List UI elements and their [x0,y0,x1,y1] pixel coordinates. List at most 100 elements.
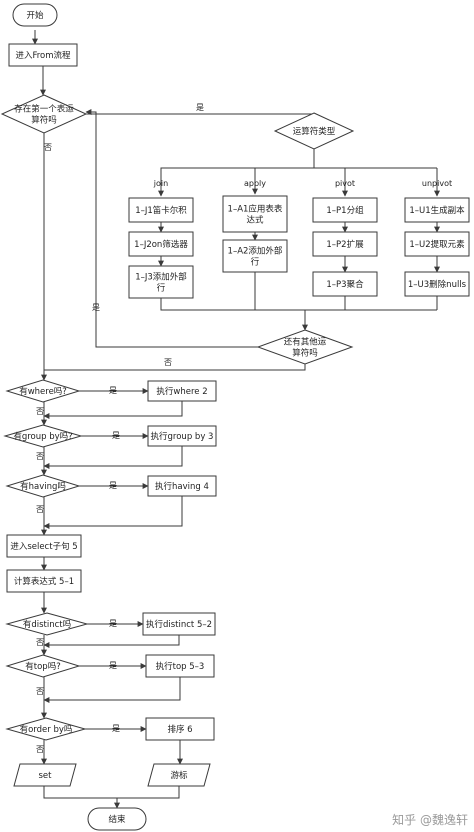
node-label: 有group by吗? [13,431,72,442]
node-label: set [39,771,53,781]
node-label: 行 [251,257,260,268]
node-label: 运算符类型 [293,126,336,137]
edge-label-branch-unpivot: unpivot [422,179,452,188]
edge-label-first-yes: 是 [196,103,204,112]
edge-label-first-no: 否 [44,143,52,152]
node-label: 有distinct吗 [23,619,71,630]
process-shape [222,195,288,233]
process-shape [404,197,470,223]
edge-more-no [44,364,306,371]
edge-label-having-no: 否 [36,505,44,514]
edge-group-do-back [43,446,183,469]
edge-having-do-back [43,496,183,529]
edge-where-do-back [43,401,183,419]
node-from: 进入From流程 [8,43,78,67]
edge-label-distinct-yes: 是 [109,619,117,628]
node-top-q: 有top吗? [5,654,81,678]
edge-label-where-no: 否 [36,407,44,416]
process-shape [128,197,194,223]
watermark: 知乎 @魏逸轩 [392,812,468,827]
process-shape [404,231,470,257]
process-shape [128,231,194,257]
node-label: 1–P1分组 [326,205,364,216]
node-label: 结束 [108,814,126,825]
node-label: 达式 [246,215,264,226]
node-u3: 1–U3删除nulls [404,271,470,297]
node-label: 算符吗 [292,348,318,359]
edge-label-top-no: 否 [36,687,44,696]
data-shape [147,763,211,787]
flowchart-nodes: 开始进入From流程存在第一个表运算符吗运算符类型1–J1笛卡尔积1–J2on筛… [0,3,470,831]
node-j1: 1–J1笛卡尔积 [128,197,194,223]
node-group-q: 有group by吗? [3,424,83,448]
edge-label-top-yes: 是 [109,661,117,670]
edge-label-more-no: 否 [164,358,172,367]
terminal-shape [12,3,58,27]
node-j2: 1–J2on筛选器 [128,231,194,257]
process-shape [145,654,215,678]
decision-shape [5,654,81,678]
node-start: 开始 [12,3,58,27]
process-shape [147,380,217,402]
edge-label-order-no: 否 [36,745,44,754]
edge-cursor-end [117,786,180,799]
node-label: 有order by吗 [20,724,73,735]
node-having-q: 有having吗 [5,474,81,498]
decision-shape [256,329,354,365]
node-label: 计算表达式 5–1 [14,576,74,587]
node-label: 1–U1生成副本 [409,205,465,216]
node-label: 执行where 2 [156,386,207,397]
node-label: 进入select子句 5 [10,541,77,552]
node-label: 进入From流程 [15,50,71,61]
edge-label-group-yes: 是 [112,431,120,440]
process-shape [6,534,82,558]
edge-label-branch-join: join [153,179,168,188]
process-shape [312,197,378,223]
node-group-do: 执行group by 3 [147,425,217,447]
node-having-do: 执行having 4 [147,475,217,497]
node-top-do: 执行top 5–3 [145,654,215,678]
node-label: 1–P3聚合 [326,279,364,290]
flowchart-edges [32,30,440,809]
node-label: 排序 6 [167,724,192,735]
process-shape [404,271,470,297]
node-label: 有having吗 [20,481,66,492]
edge-label-order-yes: 是 [112,724,120,733]
node-order-do: 排序 6 [145,717,215,741]
node-label: 有where吗? [19,386,67,397]
decision-shape [5,612,89,636]
data-shape [13,763,77,787]
process-shape [8,43,78,67]
edge-more-yes [85,109,258,348]
node-label: 还有其他运 [284,337,327,348]
node-label: 1–U3删除nulls [408,279,467,290]
node-calc: 计算表达式 5–1 [6,569,82,593]
node-label: 行 [157,283,166,294]
node-p1: 1–P1分组 [312,197,378,223]
process-shape [6,569,82,593]
node-label: 存在第一个表运 [14,104,74,115]
process-shape [222,239,288,273]
process-shape [142,612,216,636]
process-shape [128,265,194,299]
node-label: 算符吗 [31,115,57,126]
node-op-type: 运算符类型 [273,112,355,150]
edge-label-more-yes: 是 [92,303,100,312]
process-shape [312,271,378,297]
node-label: 开始 [26,10,44,21]
node-distinct-do: 执行distinct 5–2 [142,612,216,636]
node-label: 1–A1应用表表 [228,204,283,215]
node-label: 执行top 5–3 [156,661,205,672]
node-where-q: 有where吗? [5,379,81,403]
edge-first-yes [86,112,317,119]
node-label: 1–J2on筛选器 [134,239,188,250]
node-label: 1–U2提取元素 [409,239,465,250]
node-u1: 1–U1生成副本 [404,197,470,223]
decision-shape [5,379,81,403]
